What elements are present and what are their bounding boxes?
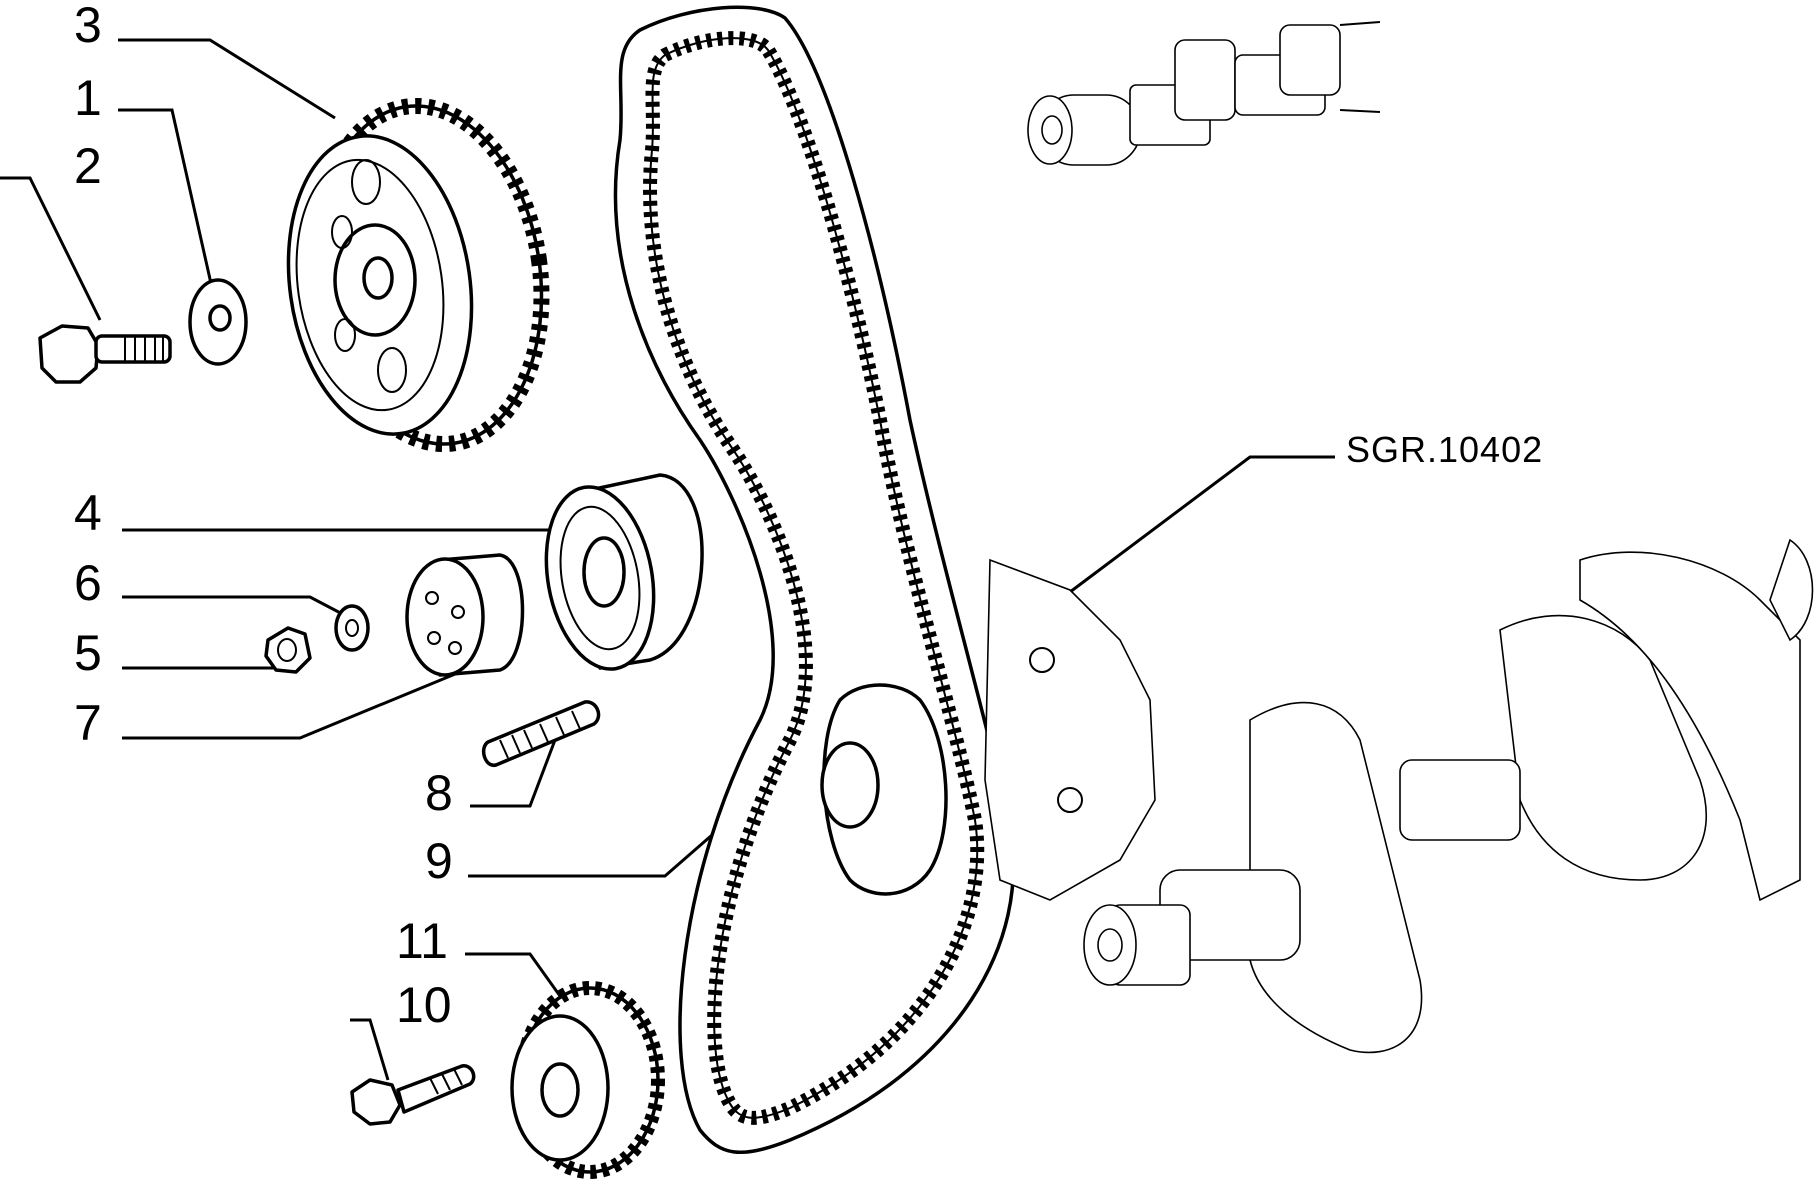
eccentric-bush [405, 553, 525, 677]
bolt-10 [350, 1064, 476, 1126]
callout-labels: 3 1 2 4 6 5 7 8 9 11 10 SGR.10402 [74, 0, 1543, 1033]
drawing-reference-code: SGR.10402 [1346, 429, 1543, 470]
callout-9: 9 [425, 833, 453, 889]
callout-2: 2 [74, 138, 102, 194]
crankshaft [984, 538, 1814, 1054]
camshaft-pulley [286, 97, 550, 453]
leader-lines [0, 38, 1335, 1081]
callout-4: 4 [74, 485, 102, 541]
tensioner-pulley [544, 473, 704, 671]
callout-3: 3 [74, 0, 102, 53]
callout-7: 7 [74, 695, 102, 751]
washer-6 [334, 604, 370, 652]
camshaft [1027, 21, 1381, 166]
callout-8: 8 [425, 765, 453, 821]
crankshaft-pulley [510, 981, 665, 1179]
callout-5: 5 [74, 625, 102, 681]
callout-1: 1 [74, 70, 102, 126]
callout-6: 6 [74, 555, 102, 611]
crank-pulley [820, 683, 948, 896]
callout-10: 10 [396, 977, 452, 1033]
bolt-2 [38, 324, 172, 384]
stud-8 [481, 700, 601, 767]
washer-1 [188, 278, 248, 366]
callout-11: 11 [396, 913, 448, 969]
nut-5 [264, 626, 312, 674]
